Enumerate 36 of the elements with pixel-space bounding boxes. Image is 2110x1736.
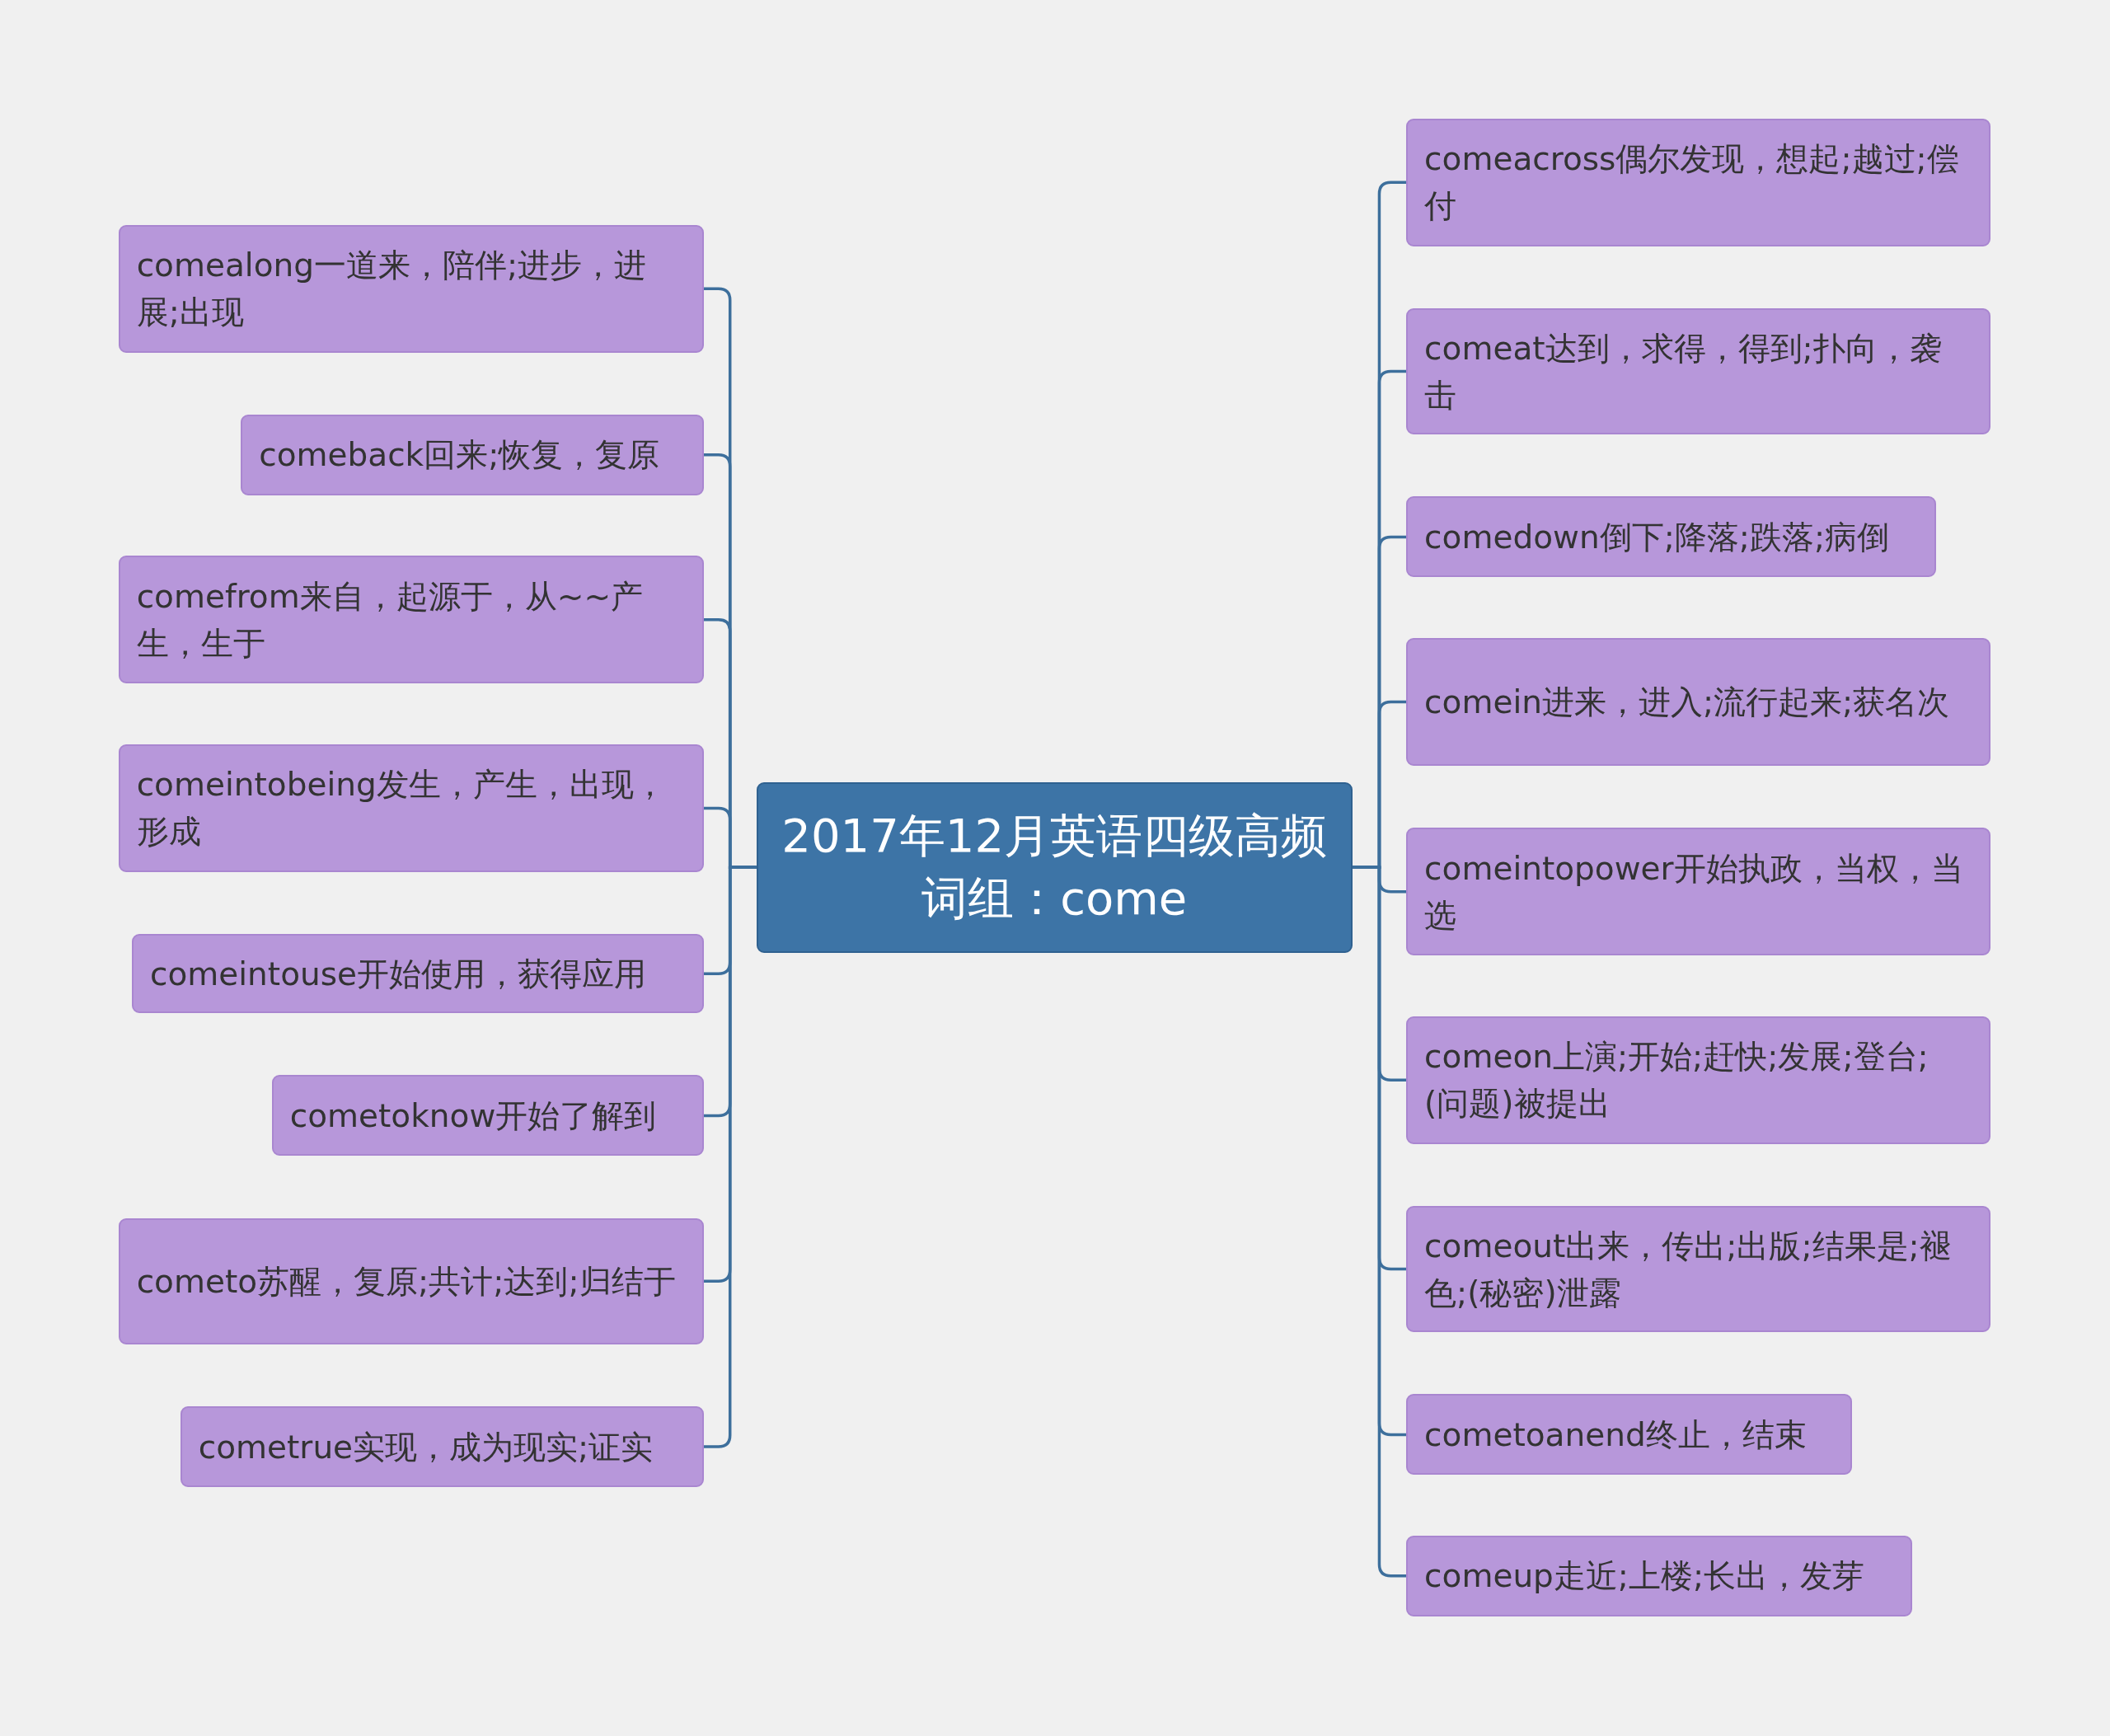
topic-box [180, 1406, 704, 1488]
topic-box [271, 1075, 704, 1157]
topic-box [1406, 1016, 1990, 1144]
topic-box [118, 1218, 704, 1344]
topic-text: comeon上演;开始;赶快;发展;登台;(问题)被提出 [1424, 1037, 1929, 1124]
topic-text: comeout出来，传出;出版;结果是;褪色;(秘密)泄露 [1424, 1226, 1953, 1313]
topic-text: comeback回来;恢复，复原 [259, 435, 660, 476]
topic-box [1406, 1394, 1852, 1476]
topic-box [1406, 496, 1937, 578]
topic-box [1406, 118, 1990, 246]
topic-box [1406, 1535, 1912, 1616]
title-text: 2017年12月英语四级高频词组：come [781, 808, 1329, 927]
topic-text: cometoknow开始了解到 [289, 1096, 657, 1136]
topic-box [118, 744, 704, 872]
topic-text: comein进来，进入;流行起来;获名次 [1424, 682, 1950, 722]
topic-text: comealong一道来，陪伴;进步，进展;出现 [136, 246, 648, 333]
topic-text: comefrom来自，起源于，从~~产生，生于 [136, 576, 645, 664]
topic-text: cometo苏醒，复原;共计;达到;归结于 [136, 1261, 676, 1302]
topic-text: comeat达到，求得，得到;扑向，袭击 [1424, 328, 1943, 415]
topic-box [118, 556, 704, 684]
central-topic-box [756, 781, 1353, 953]
topic-text: comeacross偶尔发现，想起;越过;偿付 [1424, 139, 1960, 227]
topic-text: cometoanend终止，结束 [1424, 1415, 1807, 1455]
topic-box [1406, 828, 1990, 956]
topic-text: comeup走近;上楼;长出，发芽 [1424, 1556, 1865, 1597]
topic-text: comedown倒下;降落;跌落;病倒 [1424, 517, 1890, 557]
topic-text: comeintopower开始执政，当权，当选 [1424, 848, 1964, 936]
topic-text: cometrue实现，成为现实;证实 [198, 1427, 654, 1467]
topic-box [241, 414, 704, 495]
topic-box [1406, 307, 1990, 435]
topic-box [1406, 1205, 1990, 1333]
topic-box [118, 224, 704, 353]
topic-text: comeintobeing发生，产生，出现，形成 [136, 765, 667, 852]
topic-text: comeintouse开始使用，获得应用 [150, 954, 647, 994]
topic-box [132, 934, 704, 1014]
topic-box [1406, 637, 1990, 766]
